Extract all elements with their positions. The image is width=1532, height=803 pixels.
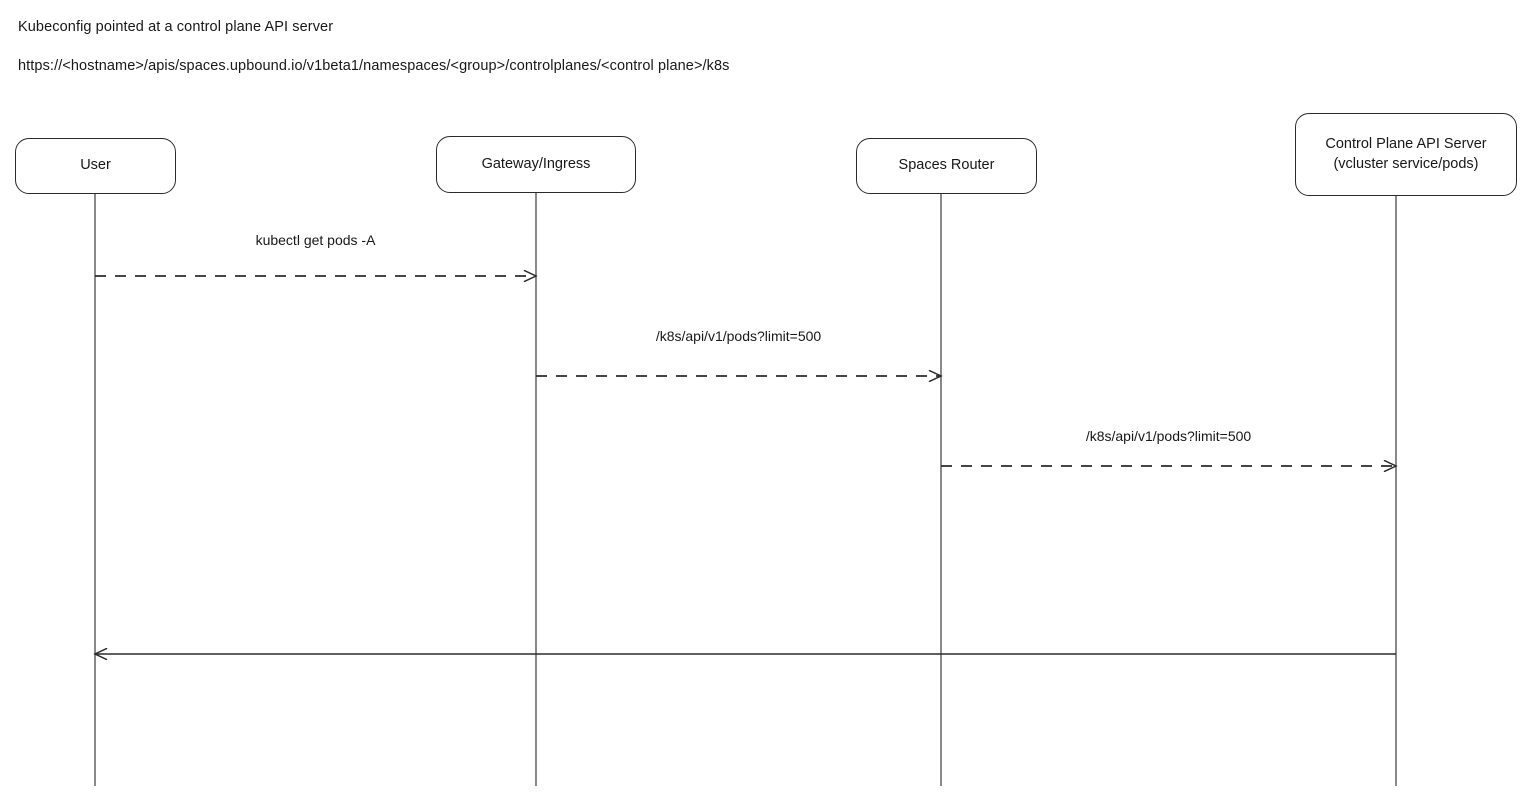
participant-gateway-ingress-label: Gateway/Ingress <box>481 155 591 172</box>
lifelines-group <box>94 193 1397 786</box>
message-label-gateway-to-router: /k8s/api/v1/pods?limit=500 <box>655 328 822 344</box>
participant-control-plane-api-server-label: Control Plane API Server (vcluster servi… <box>1325 135 1487 172</box>
messages-group <box>95 276 1396 654</box>
message-label-kubectl-get-pods: kubectl get pods -A <box>255 232 376 248</box>
participant-spaces-router[interactable]: Spaces Router <box>856 138 1037 194</box>
participant-user-label: User <box>80 157 111 174</box>
participant-user[interactable]: User <box>15 138 176 194</box>
participant-gateway-ingress[interactable]: Gateway/Ingress <box>436 136 636 193</box>
participant-spaces-router-label: Spaces Router <box>898 157 995 174</box>
participant-control-plane-api-server[interactable]: Control Plane API Server (vcluster servi… <box>1295 113 1517 196</box>
kubeconfig-note-title: Kubeconfig pointed at a control plane AP… <box>18 19 334 35</box>
message-label-router-to-apiserver: /k8s/api/v1/pods?limit=500 <box>1085 428 1252 444</box>
kubeconfig-note-url: https://<hostname>/apis/spaces.upbound.i… <box>18 58 730 74</box>
